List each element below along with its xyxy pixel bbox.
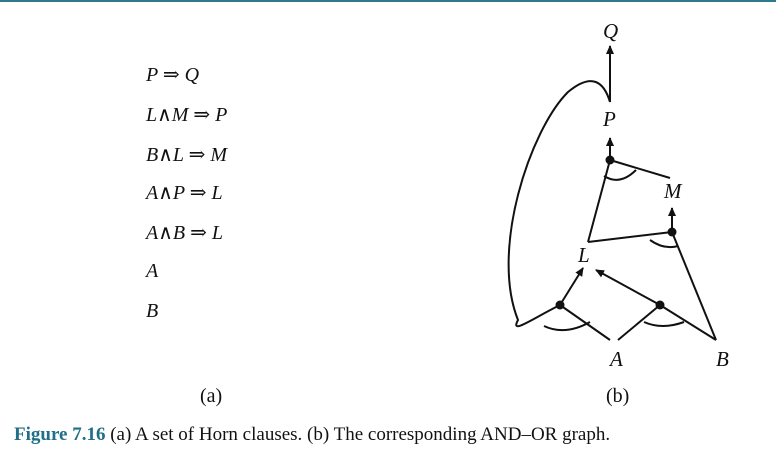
and-arc-l2 bbox=[643, 321, 685, 327]
and-node-m bbox=[667, 227, 677, 237]
edge-b-to-and-l2 bbox=[659, 304, 717, 341]
edge-and-l1-to-l bbox=[559, 267, 584, 306]
edge-b-to-and-m bbox=[671, 231, 717, 341]
clause-1: P ⇒ Q bbox=[146, 64, 200, 86]
edge-l-to-and-m bbox=[587, 231, 673, 243]
top-rule bbox=[0, 0, 776, 2]
and-arc-p bbox=[603, 169, 637, 181]
and-arc-m bbox=[649, 239, 679, 249]
node-p: P bbox=[602, 107, 616, 131]
clause-6: A bbox=[146, 260, 159, 282]
clause-2: L∧M ⇒ P bbox=[146, 104, 228, 126]
clause-7: B bbox=[146, 300, 159, 322]
figure-number: Figure 7.16 bbox=[14, 424, 106, 445]
node-m: M bbox=[663, 179, 683, 203]
node-b: B bbox=[716, 347, 729, 371]
subfigure-b-label: (b) bbox=[606, 385, 630, 407]
clause-5: A∧B ⇒ L bbox=[146, 222, 223, 244]
edge-a-to-and-l2 bbox=[617, 304, 661, 341]
figure-caption: Figure 7.16 (a) A set of Horn clauses. (… bbox=[14, 424, 610, 446]
node-q: Q bbox=[603, 19, 618, 43]
clause-4: A∧P ⇒ L bbox=[146, 182, 223, 204]
and-node-p bbox=[605, 155, 615, 165]
clause-3: B∧L ⇒ M bbox=[146, 144, 228, 166]
and-arc-l1 bbox=[543, 321, 591, 332]
edge-l-to-and-p bbox=[587, 159, 611, 243]
caption-text: (a) A set of Horn clauses. (b) The corre… bbox=[110, 424, 611, 445]
edge-p-loop bbox=[507, 80, 611, 328]
node-a: A bbox=[608, 347, 623, 371]
and-node-l2 bbox=[655, 300, 665, 310]
node-l: L bbox=[577, 243, 590, 267]
and-node-l1 bbox=[555, 300, 565, 310]
subfigure-a-label: (a) bbox=[200, 385, 223, 407]
edge-a-to-and-l1 bbox=[559, 304, 611, 341]
edge-and-l2-to-l bbox=[595, 269, 661, 306]
edge-m-to-and-p bbox=[609, 159, 671, 179]
